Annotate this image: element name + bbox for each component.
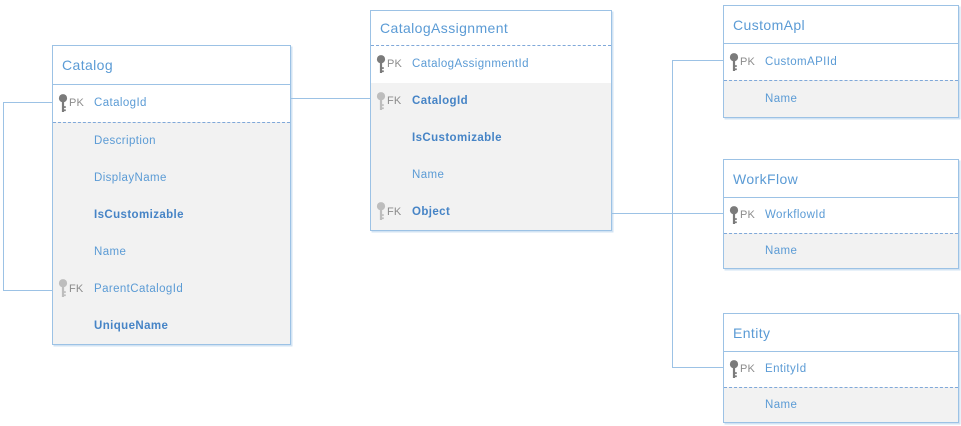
key-cell: PK	[371, 54, 412, 74]
table-header: WorkFlow	[724, 160, 958, 198]
key-label: PK	[740, 209, 756, 222]
pk-section: PK CustomAPIId	[724, 44, 958, 80]
table-row: UniqueName	[53, 307, 290, 344]
column-name: Name	[94, 245, 127, 258]
table-workflow[interactable]: WorkFlow PK WorkflowId Name	[723, 159, 959, 269]
column-name: Name	[765, 398, 798, 411]
column-name: UniqueName	[94, 319, 169, 332]
table-row: Name	[724, 234, 958, 269]
column-name: WorkflowId	[765, 209, 826, 222]
key-label: PK	[69, 97, 85, 110]
table-header: Catalog	[53, 46, 290, 85]
key-cell: FK	[371, 91, 412, 111]
table-row: PK CatalogAssignmentId	[371, 46, 611, 83]
key-cell: PK	[724, 52, 765, 72]
table-title: Catalog	[62, 57, 114, 73]
key-icon	[376, 91, 386, 110]
table-row: IsCustomizable	[53, 197, 290, 234]
table-row: IsCustomizable	[371, 120, 611, 157]
column-name: IsCustomizable	[94, 209, 184, 221]
column-name: Object	[412, 205, 451, 218]
table-row: Name	[724, 81, 958, 117]
column-name: ParentCatalogId	[94, 282, 184, 295]
pk-section: PK WorkflowId	[724, 198, 958, 233]
key-label: PK	[387, 58, 403, 71]
table-title: CatalogAssignment	[380, 20, 509, 36]
pk-section: PK CatalogId	[53, 85, 290, 122]
key-label: FK	[69, 282, 84, 295]
key-cell: PK	[724, 205, 765, 225]
relationship-line-catalogassignment-workflow	[612, 213, 723, 214]
pk-section: PK EntityId	[724, 352, 958, 387]
column-name: DisplayName	[94, 172, 167, 185]
column-name: CatalogId	[94, 97, 147, 110]
key-icon	[729, 52, 739, 71]
column-name: Name	[765, 244, 798, 257]
table-title: WorkFlow	[733, 170, 799, 187]
table-row: Name	[724, 388, 958, 423]
table-header: CustomApl	[724, 6, 958, 44]
column-name: CatalogAssignmentId	[412, 58, 529, 71]
attribute-section: Name	[724, 386, 958, 423]
table-title: CustomApl	[733, 16, 806, 33]
table-row: PK CustomAPIId	[724, 44, 958, 80]
column-name: Name	[412, 168, 445, 181]
table-row: PK WorkflowId	[724, 198, 958, 233]
table-entity[interactable]: Entity PK EntityId Name	[723, 313, 959, 423]
table-row: Description	[53, 123, 290, 160]
table-row: PK CatalogId	[53, 85, 290, 122]
table-title: Entity	[733, 324, 771, 341]
table-header: Entity	[724, 314, 958, 352]
table-customapi[interactable]: CustomApl PK CustomAPIId Name	[723, 5, 959, 118]
table-row: Name	[371, 156, 611, 193]
table-header: CatalogAssignment	[371, 11, 611, 46]
column-name: Name	[765, 93, 798, 105]
table-row: DisplayName	[53, 160, 290, 197]
key-cell: FK	[53, 279, 94, 298]
key-icon	[58, 279, 68, 298]
key-label: PK	[740, 56, 756, 68]
table-row: FK Object	[371, 193, 611, 230]
table-row: FK ParentCatalogId	[53, 270, 290, 307]
key-label: PK	[740, 363, 756, 376]
key-icon	[729, 359, 739, 378]
key-icon	[376, 202, 386, 221]
table-row: PK EntityId	[724, 352, 958, 387]
column-name: IsCustomizable	[412, 131, 502, 144]
key-icon	[58, 94, 68, 112]
key-icon	[376, 54, 386, 73]
attribute-section: Name	[724, 232, 958, 269]
table-row: FK CatalogId	[371, 83, 611, 120]
column-name: CustomAPIId	[765, 56, 838, 68]
key-cell: PK	[724, 359, 765, 379]
key-label: FK	[387, 95, 402, 108]
key-cell: FK	[371, 202, 412, 221]
key-icon	[729, 205, 739, 224]
relationship-line-catalog-catalogassignment	[291, 98, 370, 99]
key-label: FK	[387, 205, 402, 218]
relationship-line-catalog-self	[3, 102, 53, 291]
pk-section: PK CatalogAssignmentId	[371, 46, 611, 83]
key-cell: PK	[53, 94, 94, 113]
column-name: CatalogId	[412, 95, 468, 108]
attribute-section: Name	[724, 80, 958, 117]
relationship-line-branch-customapi-entity	[672, 60, 724, 368]
table-row: Name	[53, 233, 290, 270]
column-name: Description	[94, 135, 156, 148]
column-name: EntityId	[765, 363, 807, 376]
